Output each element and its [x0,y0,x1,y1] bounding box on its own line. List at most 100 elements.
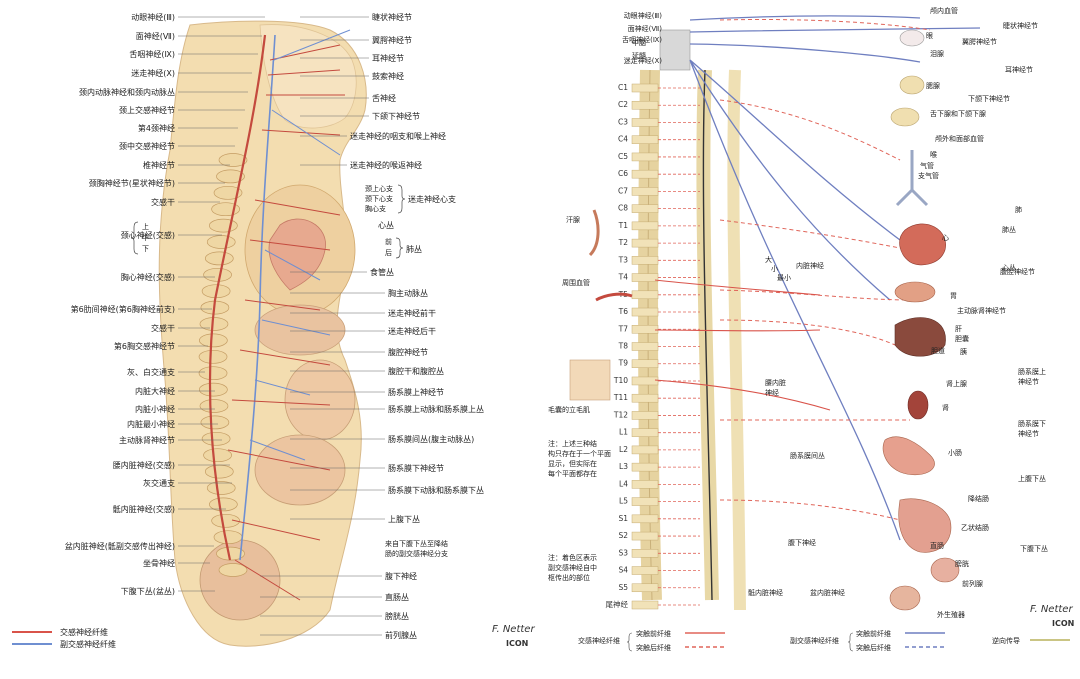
legend-para-title: 副交感神经纤维 [790,636,839,645]
cardiac-branch-upper: 上 [142,222,149,231]
left-label-7: 第4颈神经 [138,123,175,133]
vertebra [203,448,232,463]
right-label-bottom-3: 膀胱丛 [385,611,409,621]
vertebra [206,481,236,495]
vertebra [204,464,234,479]
left-label-13: 胸心神经(交感) [121,272,175,282]
legend-sym-post: 突触后纤维 [636,643,671,652]
spinal-level-27: S2 [618,531,628,540]
spinal-segment [631,600,659,610]
spinal-segment [631,531,659,541]
left-label-17: 灰、白交通支 [127,367,175,377]
splanchnic-greater: 大 [765,255,772,264]
left-label-19: 内脏小神经 [135,404,175,414]
organ-label-24: 胰 [960,347,967,356]
right-label-lower-4: 迷走神经后干 [388,326,436,336]
left-signature: F. Netter ICON [492,624,535,648]
organ-label-13: 支气管 [918,171,939,180]
note-line-2: 肠的副交感神经分支 [385,549,448,558]
vertebra [209,497,238,512]
spinal-level-16: T8 [618,342,629,351]
spinal-level-19: T11 [613,393,628,402]
spinal-level-2: C2 [618,100,628,109]
organ-label-6: 耳神经节 [1005,65,1033,74]
right-label-lower-8: 肠系膜上动脉和肠系膜上丛 [388,404,484,414]
note-top-4: 每个平面都存在 [548,469,597,478]
spinal-segment [631,514,659,524]
organ-label-26: 神经节 [1018,377,1039,386]
spinal-segment [631,325,659,334]
note-bottom-3: 枢传出的部位 [548,573,590,582]
vagus-cardiac-item-2: 颈下心支 [365,194,393,203]
legend-sym-pre: 突触前纤维 [636,629,671,638]
organ-label-34: 乙状结肠 [961,523,989,532]
spinal-level-4: C4 [618,135,628,144]
left-note: 来自下腹下丛至降结 肠的副交感神经分支 [385,539,448,558]
right-notes: 注：上述三种结 构只存在于一个平面 显示，但实际在 每个平面都存在 注：着色区表… [548,439,611,582]
right-organs [882,29,960,611]
medulla-label: 延髓 [632,51,646,60]
organ-label-15: 肺丛 [1002,225,1016,234]
spinal-segment [631,204,659,213]
left-panel-labels-left: 动眼神经(Ⅲ)面神经(Ⅶ)舌咽神经(Ⅸ)迷走神经(Ⅹ)颈内动脉神经和颈内动脉丛颈… [65,12,175,596]
vertebra [199,317,229,331]
left-panel-labels-right: 睫状神经节翼腭神经节耳神经节鼓索神经舌神经下颌下神经节迷走神经的咽支和喉上神经迷… [350,12,446,170]
spinal-segment [631,393,659,403]
spinal-segment [631,376,659,386]
organ-label-36: 下腹下丛 [1020,544,1048,553]
spinal-level-6: C6 [618,169,628,178]
submandibular-shape [890,107,920,127]
legend-sym-title: 交感神经纤维 [578,636,620,645]
right-label-6: 下颌下神经节 [372,111,420,121]
trachea-shape [895,150,929,207]
spinal-segment [631,221,659,231]
left-nerve-network [208,29,351,601]
cardiac-branch-lower: 下 [142,245,149,253]
left-label-25: 盆内脏神经(骶副交感传出神经) [65,541,175,551]
vagus-cardiac-brace: 颈上心支 颈下心支 胸心支 迷走神经心支 [365,184,456,214]
right-label-8: 迷走神经的喉返神经 [350,160,422,170]
vertebra [209,218,238,233]
right-label-lower-2: 胸主动脉丛 [388,288,428,298]
right-label-lower-12: 上腹下丛 [388,514,420,524]
spinal-level-26: S1 [618,514,628,523]
vertebra [213,530,243,545]
spinal-segment [631,256,659,265]
left-label-14: 第6肋间神经(第6胸神经前支) [71,304,175,314]
parotid-shape [899,75,925,95]
vertebra [211,513,240,528]
spinal-level-11: T3 [618,255,629,264]
vertebra [198,349,228,364]
splanchnic-lesser: 小 [771,264,778,273]
organ-label-31: 小肠 [948,448,962,457]
organ-label-16: 心 [942,234,949,242]
vertebra [201,431,231,446]
thoracic-splanchnic-label: 内脏神经 [796,261,824,270]
organ-label-3: 泪腺 [930,49,944,58]
spinal-level-17: T9 [618,359,629,368]
right-legend: 交感神经纤维 突触前纤维 突触后纤维 副交感神经纤维 突触前纤维 突触后纤维 逆… [578,629,1070,652]
spinal-segment [631,342,659,351]
spinal-level-18: T10 [613,376,628,385]
vertebra [199,382,228,397]
right-label-lower-1: 食管丛 [370,267,394,277]
left-label-15: 交感干 [151,323,175,333]
left-label-20: 内脏最小神经 [127,419,175,429]
spinal-level-29: S4 [618,566,628,575]
right-label-5: 舌神经 [372,93,396,103]
spinal-segment [631,411,659,420]
spinal-level-22: L2 [619,445,628,454]
spinal-level-9: T1 [618,221,629,230]
organ-label-17: 心丛 [1002,263,1016,272]
pulmonary-plexus-group: 肺丛 [406,244,422,254]
spinal-level-1: C1 [618,83,628,92]
vagus-cardiac-item-1: 颈上心支 [365,184,393,193]
organ-label-33: 降结肠 [968,494,989,503]
legend-sym-label: 交感神经纤维 [60,627,108,637]
genitals-shape [889,585,921,611]
legend-para-post: 突触后纤维 [856,643,891,652]
spinal-level-15: T7 [618,324,629,333]
note-top-3: 显示，但实际在 [548,459,597,468]
right-top-cranial: 中脑 延髓 动眼神经(Ⅲ)面神经(Ⅶ)舌咽神经(Ⅸ)迷走神经(Ⅹ) [622,11,691,71]
icon-mark-right: ICON [1052,619,1074,628]
